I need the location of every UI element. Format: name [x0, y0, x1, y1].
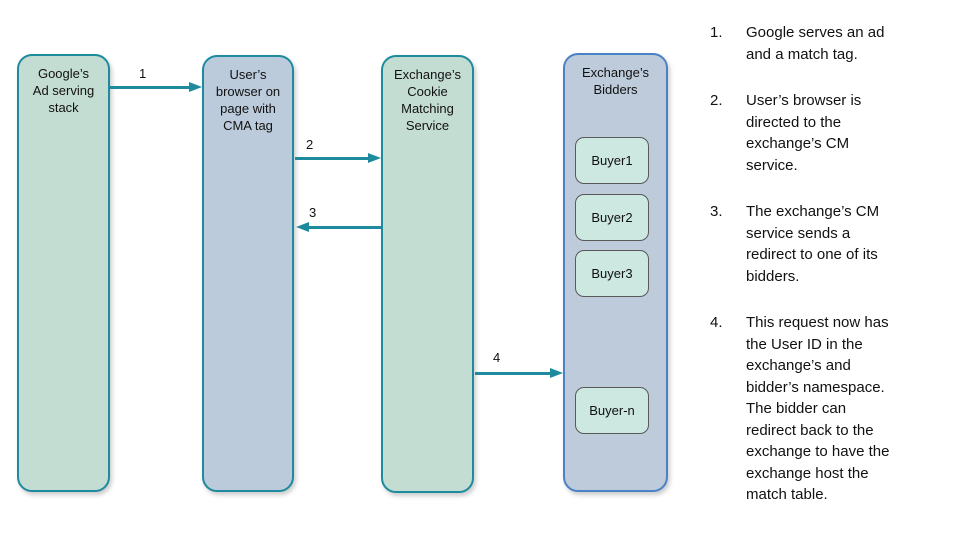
step-text: Google serves an ad and a match tag. [746, 24, 885, 63]
step-number: 4. [710, 314, 723, 331]
arrow-2-head-icon [368, 153, 381, 163]
step-text: User’s browser is directed to the exchan… [746, 92, 862, 174]
arrow-3-line [309, 226, 381, 229]
node-label-bidders: Exchange’s Bidders [582, 65, 649, 97]
arrow-2-label: 2 [306, 137, 314, 152]
step-item-3: 3. The exchange’s CM service sends a red… [700, 201, 955, 287]
arrow-2-line [295, 157, 368, 160]
step-number: 2. [710, 92, 723, 109]
node-cookie-matching-service: Exchange’s Cookie Matching Service [381, 55, 474, 493]
node-google-ad-serving-stack: Google’s Ad serving stack [17, 54, 110, 492]
arrow-4-line [475, 372, 550, 375]
arrow-3-label: 3 [309, 205, 317, 220]
step-number: 1. [710, 24, 723, 41]
buyer-box-1: Buyer1 [575, 137, 649, 184]
node-users-browser: User’s browser on page with CMA tag [202, 55, 294, 492]
arrow-3-head-icon [296, 222, 309, 232]
buyer-box-3: Buyer3 [575, 250, 649, 297]
node-label-browser: User’s browser on page with CMA tag [215, 67, 281, 133]
node-label-google: Google’s Ad serving stack [32, 66, 95, 115]
node-label-cm-service: Exchange’s Cookie Matching Service [394, 67, 461, 133]
step-text: This request now has the User ID in the … [746, 314, 890, 503]
step-number: 3. [710, 203, 723, 220]
arrow-1-head-icon [189, 82, 202, 92]
arrow-4-head-icon [550, 368, 563, 378]
steps-list: 1. Google serves an ad and a match tag. … [700, 22, 955, 531]
step-text: The exchange’s CM service sends a redire… [746, 203, 880, 285]
arrow-1-label: 1 [139, 66, 147, 81]
step-item-4: 4. This request now has the User ID in t… [700, 312, 955, 506]
step-item-2: 2. User’s browser is directed to the exc… [700, 90, 955, 176]
arrow-1-line [110, 86, 189, 89]
buyer-box-n: Buyer-n [575, 387, 649, 434]
step-item-1: 1. Google serves an ad and a match tag. [700, 22, 955, 65]
buyer-box-2: Buyer2 [575, 194, 649, 241]
arrow-4-label: 4 [493, 350, 501, 365]
